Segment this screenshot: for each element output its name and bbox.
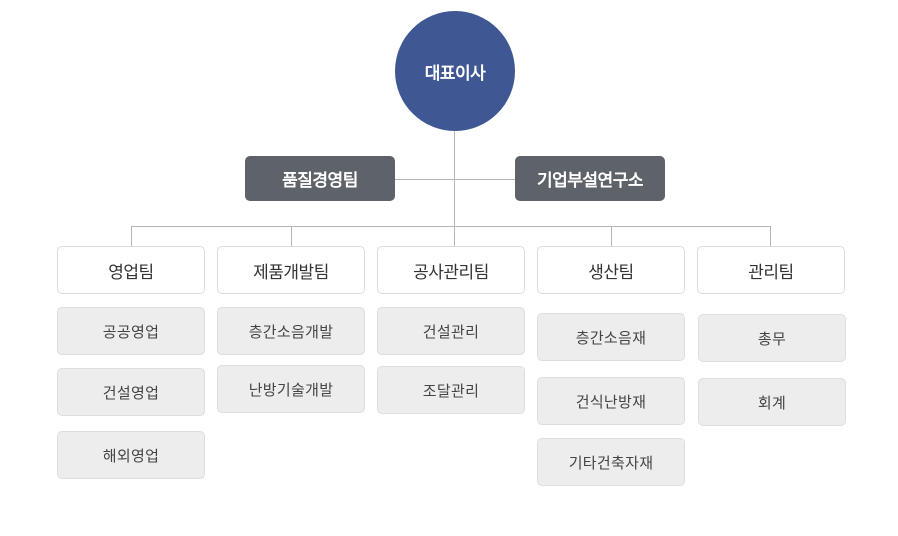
sub-node: 기타건축자재 bbox=[537, 438, 685, 486]
sub-label: 건식난방재 bbox=[575, 392, 647, 411]
sub-label: 공공영업 bbox=[102, 322, 160, 341]
team-node-construction: 공사관리팀 bbox=[377, 246, 525, 294]
connector-team-drop bbox=[611, 226, 612, 246]
sub-node: 조달관리 bbox=[377, 366, 525, 414]
connector-team-drop bbox=[770, 226, 771, 246]
team-node-production: 생산팀 bbox=[537, 246, 685, 294]
connector-staff-bar bbox=[394, 179, 516, 180]
sub-label: 총무 bbox=[757, 329, 787, 348]
sub-node: 공공영업 bbox=[57, 307, 205, 355]
sub-node: 건설관리 bbox=[377, 307, 525, 355]
sub-label: 층간소음개발 bbox=[248, 322, 334, 341]
connector-team-drop bbox=[131, 226, 132, 246]
team-label: 생산팀 bbox=[588, 262, 634, 283]
sub-node: 해외영업 bbox=[57, 431, 205, 479]
ceo-node: 대표이사 bbox=[395, 11, 515, 131]
sub-node: 총무 bbox=[698, 314, 846, 362]
sub-node: 층간소음개발 bbox=[217, 307, 365, 355]
connector-ceo-trunk bbox=[454, 131, 455, 246]
sub-label: 해외영업 bbox=[102, 446, 160, 465]
connector-team-drop bbox=[291, 226, 292, 246]
sub-label: 건설관리 bbox=[422, 322, 480, 341]
team-node-sales: 영업팀 bbox=[57, 246, 205, 294]
sub-label: 층간소음재 bbox=[575, 328, 647, 347]
connector-team-bar bbox=[131, 226, 771, 227]
sub-label: 조달관리 bbox=[422, 381, 480, 400]
sub-node: 회계 bbox=[698, 378, 846, 426]
sub-label: 회계 bbox=[757, 393, 787, 412]
sub-label: 난방기술개발 bbox=[248, 380, 334, 399]
staff-node-quality: 품질경영팀 bbox=[245, 156, 395, 201]
sub-node: 층간소음재 bbox=[537, 313, 685, 361]
sub-node: 건식난방재 bbox=[537, 377, 685, 425]
staff-label: 기업부설연구소 bbox=[537, 171, 643, 191]
sub-label: 기타건축자재 bbox=[568, 453, 654, 472]
sub-node: 건설영업 bbox=[57, 368, 205, 416]
team-node-product-dev: 제품개발팀 bbox=[217, 246, 365, 294]
ceo-label: 대표이사 bbox=[424, 63, 486, 84]
sub-node: 난방기술개발 bbox=[217, 365, 365, 413]
team-label: 영업팀 bbox=[108, 262, 154, 283]
staff-node-research: 기업부설연구소 bbox=[515, 156, 665, 201]
team-label: 공사관리팀 bbox=[413, 262, 489, 283]
team-node-admin: 관리팀 bbox=[697, 246, 845, 294]
sub-label: 건설영업 bbox=[102, 383, 160, 402]
team-label: 제품개발팀 bbox=[253, 262, 329, 283]
staff-label: 품질경영팀 bbox=[282, 171, 358, 191]
team-label: 관리팀 bbox=[748, 262, 794, 283]
